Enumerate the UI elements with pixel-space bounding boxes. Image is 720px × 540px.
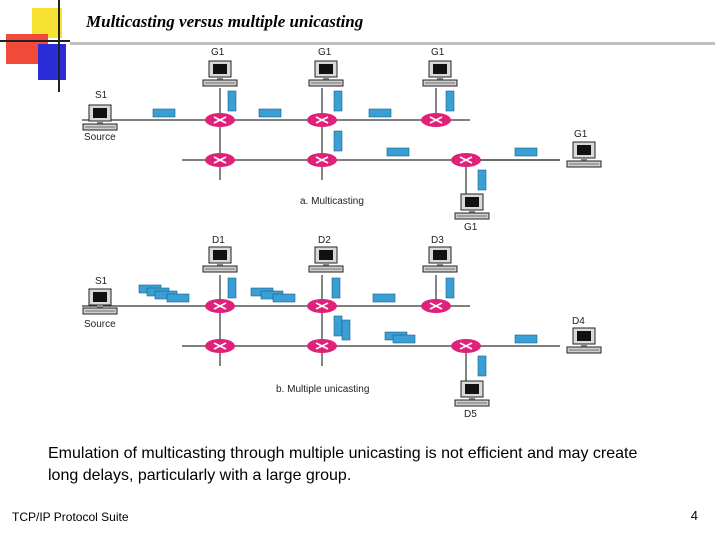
packet xyxy=(333,315,343,337)
destination-computer xyxy=(308,246,344,273)
footer-text: TCP/IP Protocol Suite xyxy=(12,510,129,524)
group-host-computer xyxy=(308,60,344,87)
packet xyxy=(386,147,410,157)
packet xyxy=(445,277,455,299)
source-computer xyxy=(82,104,118,131)
packet xyxy=(227,90,237,112)
packet xyxy=(333,90,343,112)
packet xyxy=(445,90,455,112)
deco-vertical-line xyxy=(58,0,60,92)
deco-horizontal-line xyxy=(0,40,70,42)
title-rule xyxy=(70,42,715,45)
source-label: S1 xyxy=(95,276,108,287)
host-label: G1 xyxy=(318,47,332,58)
host-label: D2 xyxy=(318,235,331,246)
packet xyxy=(166,293,190,303)
host-label: D3 xyxy=(431,235,444,246)
packet xyxy=(258,108,282,118)
router xyxy=(450,152,482,168)
source-label: S1 xyxy=(95,90,108,101)
destination-computer xyxy=(454,380,490,407)
deco-blue-square xyxy=(38,44,66,80)
router xyxy=(204,298,236,314)
packet xyxy=(514,147,538,157)
destination-computer xyxy=(422,246,458,273)
router xyxy=(420,298,452,314)
router xyxy=(306,298,338,314)
host-label: G1 xyxy=(431,47,445,58)
destination-computer xyxy=(566,327,602,354)
packet xyxy=(372,293,396,303)
group-host-computer xyxy=(202,60,238,87)
packet xyxy=(333,130,343,152)
host-label: G1 xyxy=(211,47,225,58)
group-host-computer xyxy=(422,60,458,87)
packet xyxy=(392,334,416,344)
group-host-computer xyxy=(454,193,490,220)
deco-yellow-square xyxy=(32,8,62,38)
slide-title: Multicasting versus multiple unicasting xyxy=(86,12,364,31)
slide-caption: Emulation of multicasting through multip… xyxy=(48,445,638,484)
router xyxy=(306,152,338,168)
destination-computer xyxy=(202,246,238,273)
multicasting-network: S1 Source G1 G1 G1 G1 G1 a. Multicasting xyxy=(82,47,602,233)
router xyxy=(306,112,338,128)
diagram-b-caption: b. Multiple unicasting xyxy=(276,384,369,395)
packet xyxy=(514,334,538,344)
unicasting-network: S1 Source D1 D2 D3 D4 D5 b. Multiple uni… xyxy=(82,235,602,420)
multicast-diagram: S1 Source G1 G1 G1 G1 G1 a. Multicasting xyxy=(82,47,602,420)
source-sublabel: Source xyxy=(84,132,116,143)
router xyxy=(204,112,236,128)
packet xyxy=(152,108,176,118)
router xyxy=(450,338,482,354)
packet xyxy=(272,293,296,303)
source-computer xyxy=(82,288,118,315)
packet xyxy=(477,355,487,377)
packet xyxy=(227,277,237,299)
diagram-a-caption: a. Multicasting xyxy=(300,196,364,207)
host-label: D4 xyxy=(572,316,585,327)
router xyxy=(204,152,236,168)
packet xyxy=(341,319,351,341)
source-sublabel: Source xyxy=(84,319,116,330)
group-host-computer xyxy=(566,141,602,168)
packet xyxy=(477,169,487,191)
router xyxy=(420,112,452,128)
host-label: G1 xyxy=(574,129,588,140)
packet xyxy=(368,108,392,118)
router xyxy=(204,338,236,354)
host-label: D5 xyxy=(464,409,477,420)
packet xyxy=(331,277,341,299)
page-number: 4 xyxy=(690,508,698,523)
host-label: D1 xyxy=(212,235,225,246)
host-label: G1 xyxy=(464,222,478,233)
router xyxy=(306,338,338,354)
